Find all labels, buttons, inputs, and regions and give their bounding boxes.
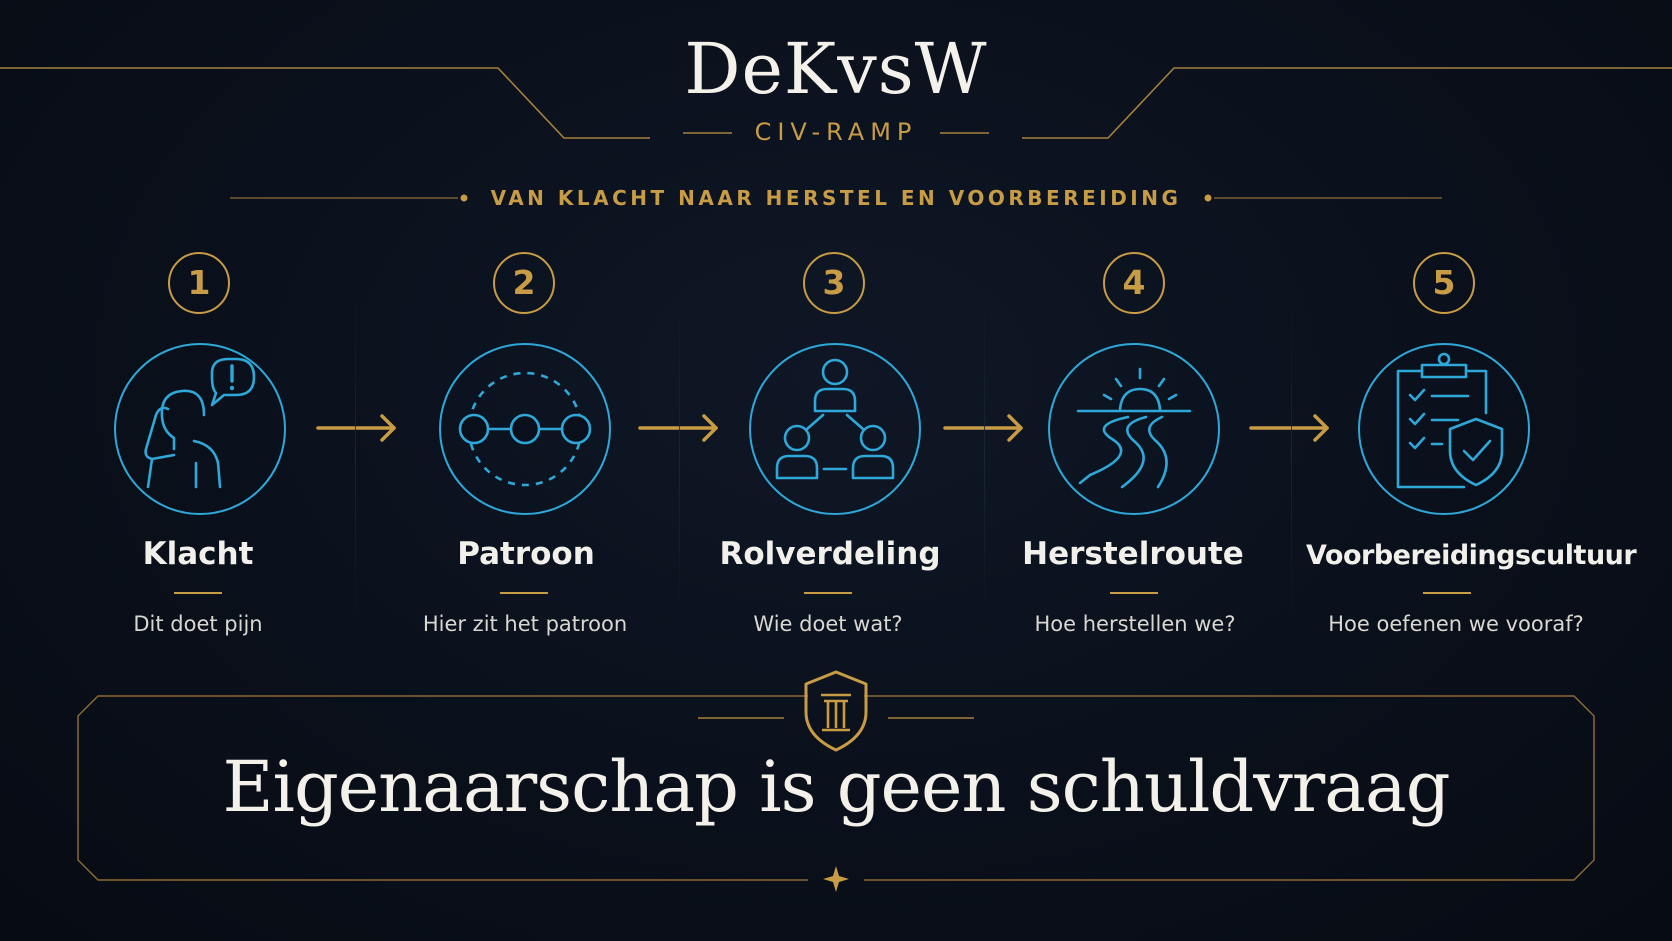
arrow-4-5 [1249,414,1329,442]
step-divider [1291,290,1292,620]
step-title-1: Klacht [142,536,254,572]
header-right-line [1022,67,1672,139]
tagline-left-dot [460,194,468,202]
step-underline [500,592,548,594]
arrow-1-2 [316,414,396,442]
complaint-person-icon [144,357,256,489]
step-number-2: 2 [493,252,555,314]
step-number-3: 3 [803,252,865,314]
arrow-2-3 [638,414,718,442]
step-title-4: Herstelroute [1022,536,1244,572]
step-underline [1110,592,1158,594]
step-title-2: Patroon [457,536,595,572]
arrow-3-4 [943,414,1023,442]
banner-frame [77,695,1595,881]
step-title-3: Rolverdeling [719,536,941,572]
tagline-right-dot [1204,194,1212,202]
step-divider [984,290,985,620]
step-1-icon-circle [114,343,286,515]
brand-subtitle: CIV-RAMP [754,118,918,146]
step-underline [804,592,852,594]
step-2-icon-circle [439,343,611,515]
step-number-4: 4 [1103,252,1165,314]
banner-statement: Eigenaarschap is geen schuldvraag [222,746,1450,828]
step-title-5: Voorbereidingscultuur [1306,540,1637,571]
step-description-4: Hoe herstellen we? [1034,612,1236,636]
step-divider [679,290,680,620]
step-description-3: Wie doet wat? [753,612,903,636]
pattern-nodes-icon [458,371,592,487]
step-underline [1423,592,1471,594]
brand-title: DeKvsW [684,28,988,110]
step-5-icon-circle [1358,343,1530,515]
tagline: VAN KLACHT NAAR HERSTEL EN VOORBEREIDING [490,186,1182,210]
step-4-icon-circle [1048,343,1220,515]
step-divider [355,290,356,620]
roles-people-icon [775,358,895,480]
step-description-1: Dit doet pijn [133,612,263,636]
star-icon [823,866,849,892]
step-number-1: 1 [168,252,230,314]
checklist-shield-icon [1396,352,1504,489]
step-description-5: Hoe oefenen we vooraf? [1328,612,1584,636]
step-description-2: Hier zit het patroon [422,612,628,636]
recovery-road-icon [1076,367,1192,489]
header-left-line [0,67,650,139]
step-number-5: 5 [1413,252,1475,314]
step-underline [174,592,222,594]
pillar-shield-icon [804,670,868,752]
step-3-icon-circle [749,343,921,515]
